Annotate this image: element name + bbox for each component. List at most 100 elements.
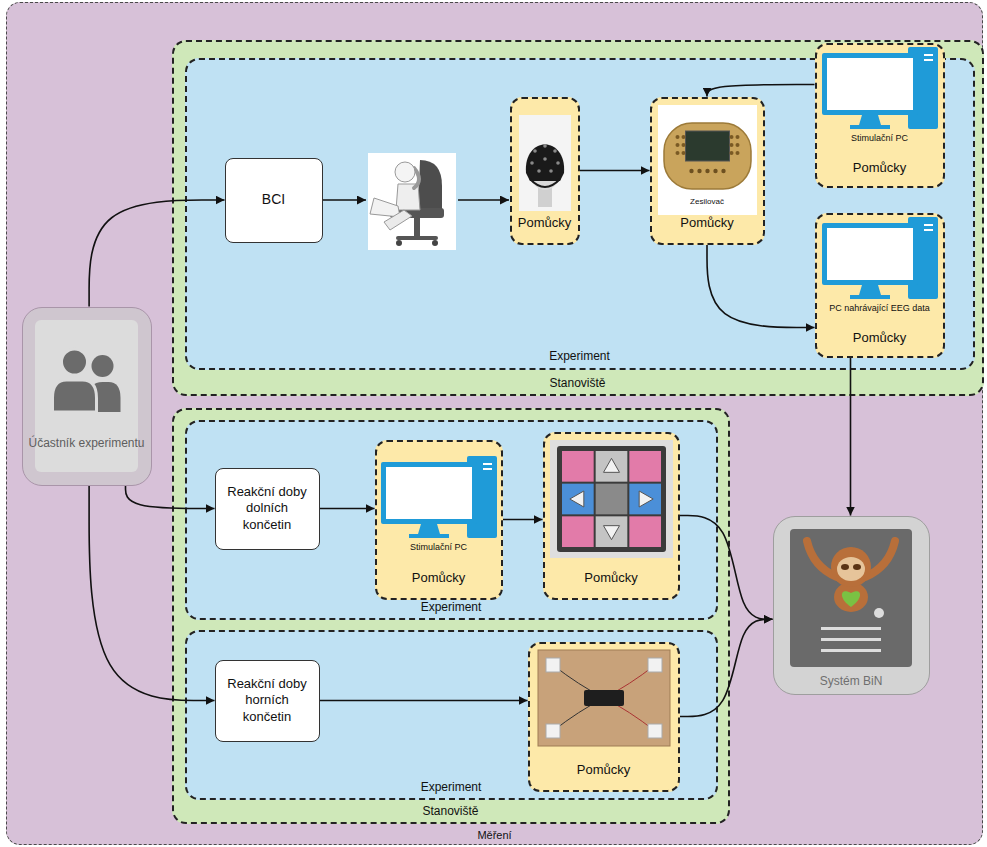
- sloth-eye: [841, 564, 849, 570]
- connector-arrow: [503, 519, 543, 521]
- group-label: Experiment: [190, 600, 713, 614]
- amplifier-button: [681, 151, 685, 155]
- flow-arrow: [458, 199, 509, 201]
- equipment-box: ZesilovačPomůcky: [650, 97, 765, 245]
- mat-arrow: [603, 458, 619, 472]
- mat-pad: [629, 451, 661, 482]
- connector-arrow: [680, 516, 773, 620]
- monitor-base: [850, 295, 890, 299]
- equipment-label: Pomůcky: [380, 570, 498, 586]
- photo-background: [519, 115, 571, 211]
- touch-button: [648, 658, 662, 672]
- wooden-board: [538, 650, 670, 746]
- amplifier-socket: [697, 168, 701, 172]
- monitor-stand: [859, 285, 881, 295]
- person-head: [61, 349, 87, 375]
- electrode-dot: [533, 149, 537, 153]
- connector-arrow: [126, 486, 215, 509]
- server-slot: [821, 649, 881, 652]
- mat-arrow: [603, 525, 619, 539]
- server-illustration: [774, 517, 928, 693]
- server-led: [874, 608, 884, 618]
- chair-back: [418, 160, 442, 214]
- amplifier-button: [735, 135, 739, 139]
- amplifier-button: [729, 143, 733, 147]
- box-label: Reakční doby horních končetin: [222, 676, 313, 725]
- figure-torso: [396, 184, 420, 210]
- person-body: [52, 380, 96, 412]
- equipment-box: Stimulační PCPomůcky: [815, 43, 945, 188]
- touch-button: [546, 658, 560, 672]
- electrode-dot: [549, 169, 553, 173]
- process-box: Reakční doby horních končetin: [215, 660, 320, 742]
- figure-leg: [370, 198, 400, 217]
- group-panel: Reakční doby dolních končetinStimulační …: [185, 420, 718, 620]
- process-box: Reakční doby dolních končetin: [215, 468, 320, 550]
- mat-pad: [562, 451, 594, 482]
- people-illustration: [23, 308, 150, 484]
- seated-person-figure: [368, 153, 456, 250]
- amplifier-screen: [685, 131, 729, 161]
- figure-leg: [384, 210, 412, 230]
- tower-slot: [483, 463, 492, 465]
- group-panel: Reakční doby horních končetinPomůckyExpe…: [185, 630, 718, 800]
- equipment-box: Stimulační PC Pomůcky: [375, 440, 503, 600]
- chair-base: [396, 236, 438, 240]
- computer-icon: [381, 456, 497, 538]
- touch-button: [546, 724, 560, 738]
- connector-arrow: [680, 619, 773, 716]
- group-label: Stanoviště: [177, 804, 725, 818]
- equipment-label: Pomůcky: [533, 762, 675, 778]
- chair-seat: [390, 208, 444, 218]
- measurement-region: BCIPomůckyZesilovačPomůckyStimulační PCP…: [6, 2, 983, 845]
- group-panel: BCIPomůckyZesilovačPomůckyStimulační PCP…: [185, 58, 975, 370]
- connector-arrow: [320, 700, 528, 702]
- actor-box: Účastník experimentu: [22, 307, 152, 486]
- chair-post: [414, 218, 420, 236]
- sloth-eye: [853, 564, 861, 570]
- mat-arrow: [639, 491, 653, 507]
- tower-slot: [924, 229, 933, 231]
- monitor-screen: [827, 58, 913, 110]
- electrode-dot: [543, 144, 547, 148]
- control-unit: [584, 690, 624, 706]
- amplifier-button: [675, 143, 679, 147]
- region-label: Měření: [10, 829, 979, 842]
- group-label: Experiment: [190, 780, 713, 794]
- equipment-label: Pomůcky: [820, 330, 940, 346]
- chin-strap: [530, 179, 560, 187]
- amplifier-button: [675, 135, 679, 139]
- mat-pad: [629, 516, 661, 547]
- figure-arm: [414, 168, 419, 188]
- tower-slot: [924, 224, 933, 226]
- electrode-dot: [537, 169, 541, 173]
- amplifier-button: [729, 151, 733, 155]
- mat-pad: [629, 483, 661, 514]
- amplifier-socket: [705, 168, 709, 172]
- system-box: Systém BiN: [773, 516, 930, 695]
- tower-slot: [924, 59, 933, 61]
- equipment-box: Pomůcky: [510, 97, 580, 245]
- equipment-box: Pomůcky: [543, 432, 680, 600]
- amplifier-socket: [721, 168, 725, 172]
- connector-arrow: [89, 200, 224, 307]
- actor-label: Účastník experimentu: [26, 436, 148, 450]
- person-head: [91, 355, 113, 377]
- equipment-label: Pomůcky: [820, 160, 940, 176]
- monitor-base: [409, 534, 449, 538]
- box-label: Reakční doby dolních končetin: [222, 484, 313, 533]
- monitor-frame: [822, 223, 918, 285]
- device-caption: PC nahrávající EEG data: [820, 303, 940, 314]
- computer-icon: [822, 47, 938, 129]
- equipment-label: Pomůcky: [655, 215, 760, 231]
- tower-slot: [483, 468, 492, 470]
- eeg-cap: [525, 144, 563, 181]
- touch-button: [648, 724, 662, 738]
- equipment-box: Pomůcky: [528, 642, 680, 792]
- amplifier-button: [675, 151, 679, 155]
- monitor-stand: [859, 115, 881, 125]
- device-caption: Stimulační PC: [380, 542, 498, 553]
- flow-arrow: [323, 199, 366, 201]
- equipment-label: Pomůcky: [515, 215, 575, 231]
- monitor-frame: [822, 53, 918, 115]
